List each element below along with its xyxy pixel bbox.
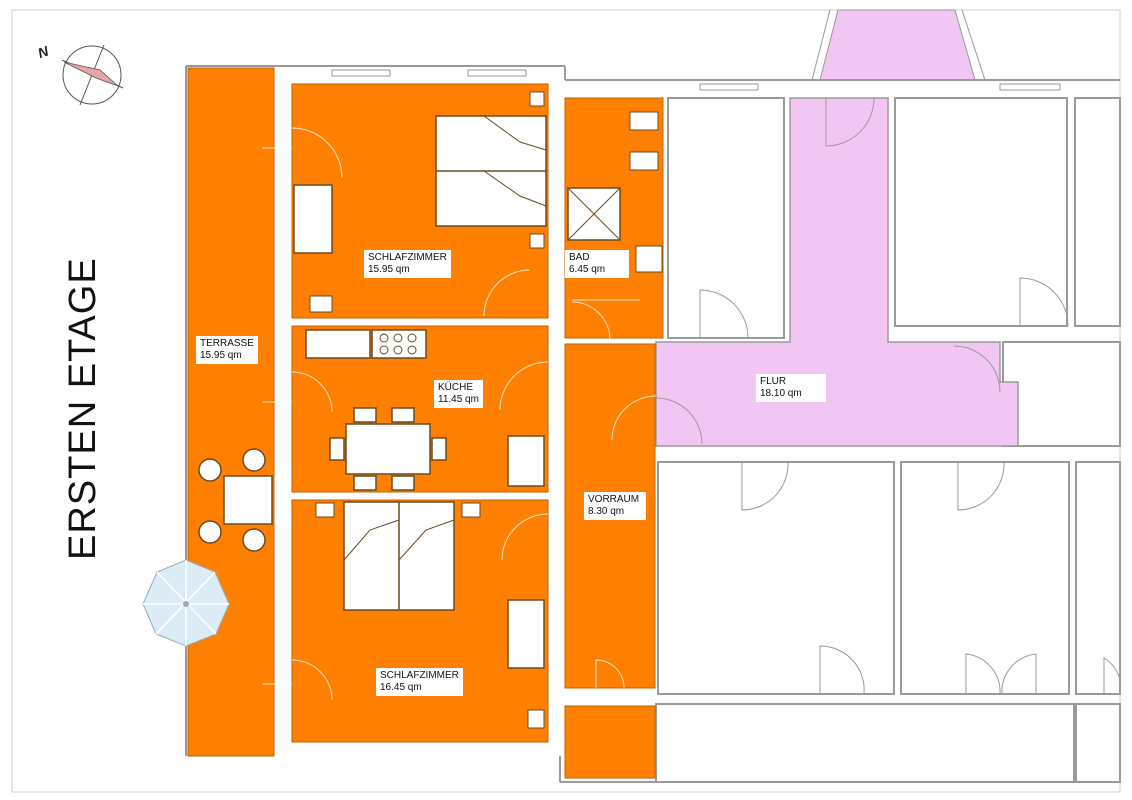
washbasin-icon (635, 245, 663, 273)
stairwell-top (819, 9, 976, 81)
room-name: VORRAUM (588, 494, 640, 505)
sink-2 (527, 709, 545, 729)
nightstand-2a (315, 502, 335, 518)
room-area: 11.45 qm (438, 394, 479, 405)
dining-table (329, 407, 447, 491)
room-name: BAD (569, 252, 590, 263)
double-bed-2 (343, 501, 455, 611)
room-balkon-bottom (564, 705, 656, 779)
kitchen-sink (305, 329, 371, 359)
toilet-icon (629, 111, 659, 131)
room-name: FLUR (760, 376, 787, 387)
nightstand-1a (529, 91, 545, 107)
floor-title: ERSTEN ETAGE (62, 257, 104, 560)
room-name: TERRASSE (200, 338, 254, 349)
room-area: 8.30 qm (588, 506, 625, 517)
neighbour-doors (699, 277, 1121, 695)
room-flur (655, 97, 1019, 447)
room-area: 6.45 qm (569, 264, 606, 275)
sink-1 (309, 295, 333, 313)
wardrobe-1 (293, 184, 333, 254)
shower-icon (567, 187, 621, 241)
room-area: 15.95 qm (368, 264, 410, 275)
kitchen-cabinet (507, 435, 545, 487)
apartment-doors (262, 127, 657, 701)
label-vorraum: VORRAUM 8.30 qm (584, 492, 646, 520)
room-name: KÜCHE (438, 382, 474, 393)
label-terrasse: TERRASSE 15.95 qm (196, 336, 258, 364)
parasol-icon (142, 559, 230, 647)
label-kueche: KÜCHE 11.45 qm (434, 380, 483, 408)
wardrobe-2 (507, 599, 545, 669)
room-name: SCHLAFZIMMER (368, 252, 447, 263)
windows (331, 69, 1061, 91)
room-name: SCHLAFZIMMER (380, 670, 459, 681)
neighbour-walls (185, 65, 1121, 783)
bidet-icon (629, 151, 659, 171)
label-schlafzimmer-1: SCHLAFZIMMER 15.95 qm (364, 250, 451, 278)
label-flur: FLUR 18.10 qm (756, 374, 826, 402)
room-area: 15.95 qm (200, 350, 242, 361)
terrace-table (198, 448, 273, 552)
compass-icon (61, 44, 124, 106)
label-bad: BAD 6.45 qm (565, 250, 629, 278)
label-schlafzimmer-2: SCHLAFZIMMER 16.45 qm (376, 668, 463, 696)
nightstand-2b (461, 502, 481, 518)
stove-icon (371, 329, 427, 359)
room-terrasse (187, 67, 275, 757)
double-bed-1 (435, 115, 547, 227)
room-area: 18.10 qm (760, 388, 802, 399)
room-area: 16.45 qm (380, 682, 422, 693)
nightstand-1b (529, 233, 545, 249)
